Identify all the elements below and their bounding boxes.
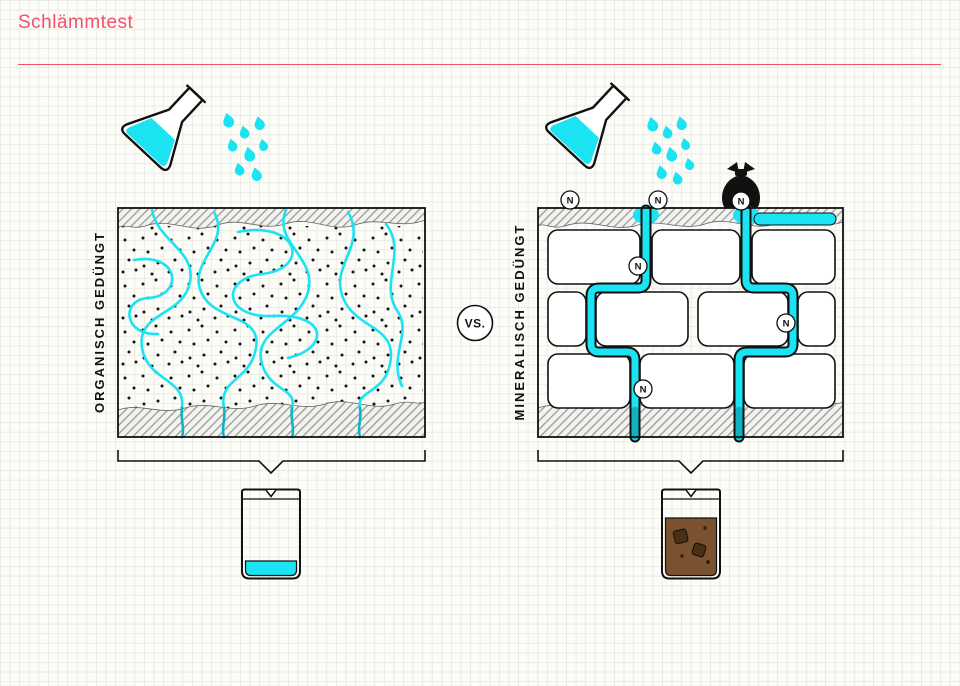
svg-text:N: N (640, 385, 647, 396)
nitrogen-badges: N N N N N (560, 190, 796, 399)
right-panel-label: MINERALISCH GEDÜNGT (512, 224, 527, 421)
page-title: Schlämmtest (18, 12, 134, 33)
vs-badge: VS. (456, 304, 494, 342)
svg-text:N: N (567, 196, 574, 207)
nitrogen-badge: N (648, 190, 668, 210)
left-panel-label: ORGANISCH GEDÜNGT (92, 231, 107, 413)
nitrogen-badge: N (633, 379, 653, 399)
nitrogen-badge: N (628, 256, 648, 276)
nitrogen-badge: N (731, 191, 751, 211)
water-paths (128, 208, 404, 410)
sediment-clumps (672, 526, 710, 564)
left-bracket (117, 450, 426, 475)
flask-icon (119, 71, 220, 174)
spout-notch (685, 489, 697, 498)
soil-box-mineral (537, 204, 844, 443)
vs-label: VS. (465, 317, 486, 331)
svg-text:N: N (635, 262, 642, 273)
soil-box-organic (117, 207, 426, 439)
left-panel: ORGANISCH GEDÜNGT (92, 71, 426, 580)
spout-notch (265, 489, 277, 498)
beaker-icon-sediment (661, 488, 721, 580)
title-divider (18, 64, 941, 65)
svg-text:N: N (783, 319, 790, 330)
water-droplets (221, 111, 270, 183)
water-paths-seeping (180, 406, 362, 439)
svg-text:N: N (655, 196, 662, 207)
nitrogen-badge: N (560, 190, 580, 210)
water-droplets (645, 114, 696, 186)
svg-text:N: N (738, 197, 745, 208)
beaker-icon-clear (241, 488, 301, 580)
nitrogen-badge: N (776, 313, 796, 333)
right-bracket (537, 450, 844, 475)
soil-clods (547, 229, 836, 409)
flask-icon (543, 69, 644, 172)
right-panel: MINERALISCH GEDÜNGT (512, 69, 844, 580)
